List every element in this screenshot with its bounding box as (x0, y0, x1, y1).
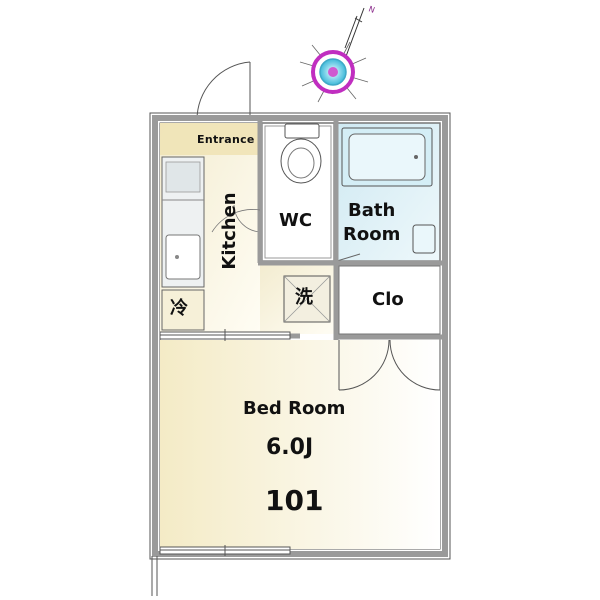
balcony-rail (151, 556, 158, 596)
fridge-space (161, 289, 205, 331)
closet-doors (338, 339, 441, 391)
compass-icon (299, 7, 369, 103)
window-bottom (159, 545, 291, 556)
entrance-label: Entrance (197, 133, 255, 146)
kitchen-door-swing (211, 209, 261, 233)
wc-room (233, 122, 335, 262)
wc-label: WC (279, 210, 313, 231)
bedroom-size: 6.0J (266, 435, 314, 460)
entrance-door (195, 61, 252, 121)
bedroom-label: Bed Room (243, 398, 346, 419)
walls (152, 115, 448, 557)
fridge-label: 冷 (170, 298, 188, 319)
window-partition (159, 329, 291, 341)
bath-label-line1: Bath (348, 200, 396, 221)
closet (338, 265, 441, 335)
compass-north-label: N (367, 4, 376, 15)
kitchen-label: Kitchen (219, 192, 240, 270)
bath-label-line2: Room (343, 224, 401, 245)
bedroom-floor (160, 340, 440, 549)
unit-number: 101 (265, 484, 324, 517)
washer-space (283, 275, 331, 323)
washer-label: 洗 (295, 287, 313, 308)
closet-label: Clo (372, 289, 404, 310)
bathroom (336, 122, 441, 262)
kitchen-counter (161, 156, 205, 288)
